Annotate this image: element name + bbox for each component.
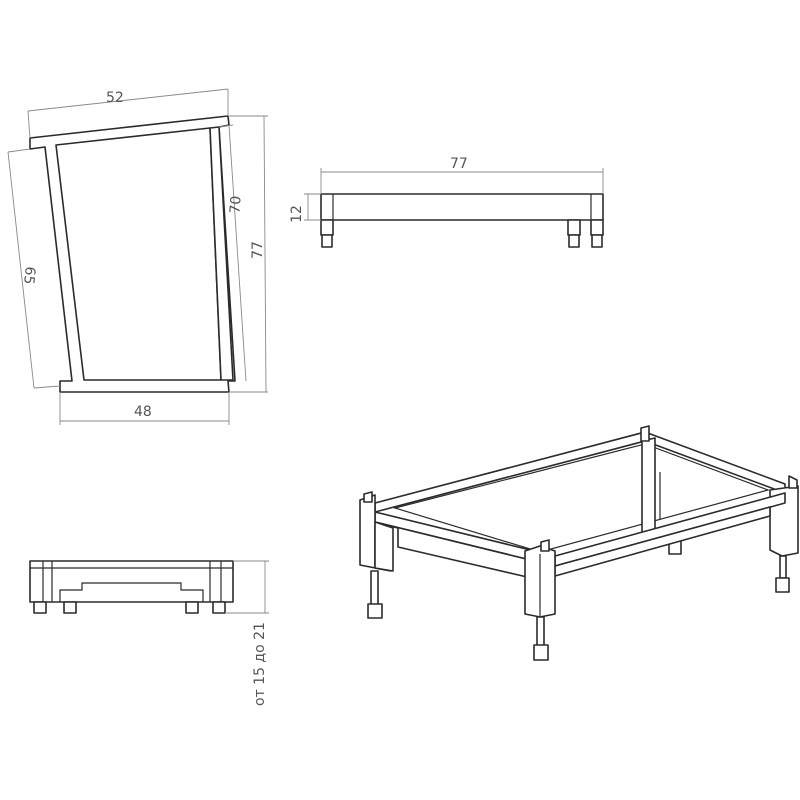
dim-label-left-diagonal: 65	[20, 266, 38, 285]
dim-ext-left-diag-bottom	[33, 385, 61, 389]
side-view-leg-left	[320, 219, 334, 236]
iso-right-cap	[788, 475, 798, 489]
dim-label-top-width: 52	[106, 90, 124, 106]
iso-back-leg	[641, 437, 656, 534]
iso-front-screw	[536, 616, 545, 648]
iso-left-screw	[370, 570, 379, 607]
side-view-rail	[320, 193, 604, 221]
dim-ext-top-width-left	[27, 110, 31, 139]
front-view-foot-3	[185, 601, 199, 614]
front-view-foot-4	[212, 601, 226, 614]
dim-label-side-height: 12	[289, 205, 305, 223]
iso-right-rail	[644, 431, 786, 494]
dim-label-side-length: 77	[450, 156, 468, 172]
iso-back-rail	[374, 431, 646, 513]
dim-label-bottom-width: 48	[134, 404, 152, 420]
front-view: от 15 до 21	[29, 560, 269, 706]
iso-front-cap	[540, 539, 550, 552]
side-view-foot-right	[591, 234, 603, 248]
top-view: 52 65 70 77 48	[7, 88, 268, 425]
top-view-right-post	[209, 126, 234, 381]
front-view-foot-1	[33, 601, 47, 614]
iso-front-right-rail	[554, 492, 786, 567]
dim-label-inner-height: 70	[227, 195, 244, 214]
dim-label-outer-height: 77	[250, 241, 266, 259]
front-view-foot-2	[63, 601, 77, 614]
side-view-foot-mid	[568, 234, 580, 248]
dim-label-leg-adjust: от 15 до 21	[252, 622, 268, 706]
iso-right-foot	[775, 577, 790, 593]
side-view-leg-mid	[567, 219, 581, 236]
iso-right-screw	[779, 555, 787, 579]
side-view-leg-right	[590, 219, 604, 236]
isometric-view	[359, 425, 799, 661]
iso-left-cap	[363, 491, 373, 503]
dim-ext-inner-height-top	[218, 124, 234, 128]
iso-left-post-side	[374, 521, 394, 572]
iso-inner-outline	[392, 443, 770, 553]
top-view-inner-rail	[55, 127, 222, 381]
iso-front-right-face	[554, 506, 771, 577]
front-view-cutout	[59, 582, 204, 602]
side-view: 77 12	[289, 156, 604, 248]
iso-back-cap	[640, 425, 650, 442]
dim-line-top-width	[27, 88, 229, 112]
dim-ext-left-diag-top	[7, 148, 31, 153]
iso-front-foot	[533, 644, 549, 661]
side-view-foot-left	[321, 234, 333, 248]
dim-line-outer-height	[263, 115, 267, 393]
dim-line-inner-height	[228, 124, 247, 382]
dim-line-left-diagonal	[7, 151, 35, 389]
iso-left-foot	[367, 603, 383, 619]
